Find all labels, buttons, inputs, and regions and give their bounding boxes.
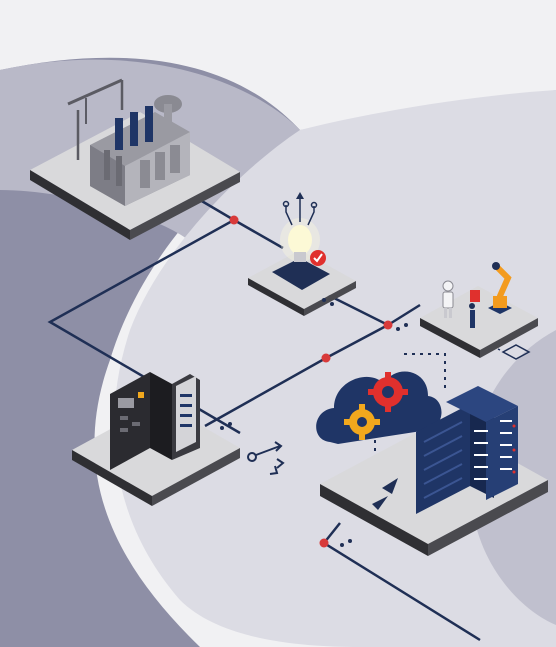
lightbulb-chip-icon xyxy=(272,192,330,290)
node-dot xyxy=(319,538,329,548)
node-dot xyxy=(321,353,331,363)
dots-indicator xyxy=(220,422,232,430)
node-dot xyxy=(229,215,239,225)
node-dot xyxy=(383,320,393,330)
gear-yellow-icon xyxy=(344,404,380,440)
chip-platform xyxy=(248,192,356,316)
robot-arm-icon xyxy=(470,262,512,314)
gear-red-icon xyxy=(368,372,408,412)
dots-indicator xyxy=(322,298,334,306)
line-hub-robot xyxy=(387,303,421,327)
line-chip xyxy=(233,218,284,250)
network-nodes xyxy=(229,215,393,548)
control-cabinet-platform xyxy=(72,372,240,506)
dots-indicator xyxy=(340,539,352,547)
substation-platform xyxy=(30,78,240,240)
microchip-outline-icon xyxy=(497,344,531,360)
share-icon xyxy=(247,441,285,475)
datacenter-platform xyxy=(320,386,548,556)
server-rack-icon xyxy=(416,386,518,514)
robotics-platform xyxy=(396,262,538,358)
dotted-link-cloud xyxy=(404,353,446,390)
play-arrows-icon xyxy=(372,478,398,510)
electrical-cabinet-icon xyxy=(110,372,200,470)
cloud-gears-icon xyxy=(316,371,442,444)
humanoid-robot-icon xyxy=(442,280,454,318)
dotted-link-server xyxy=(374,440,412,471)
sensor-post-icon xyxy=(469,303,475,328)
dots-indicator xyxy=(396,323,408,331)
dotted-links xyxy=(374,353,446,471)
transformer-icon xyxy=(67,78,190,206)
